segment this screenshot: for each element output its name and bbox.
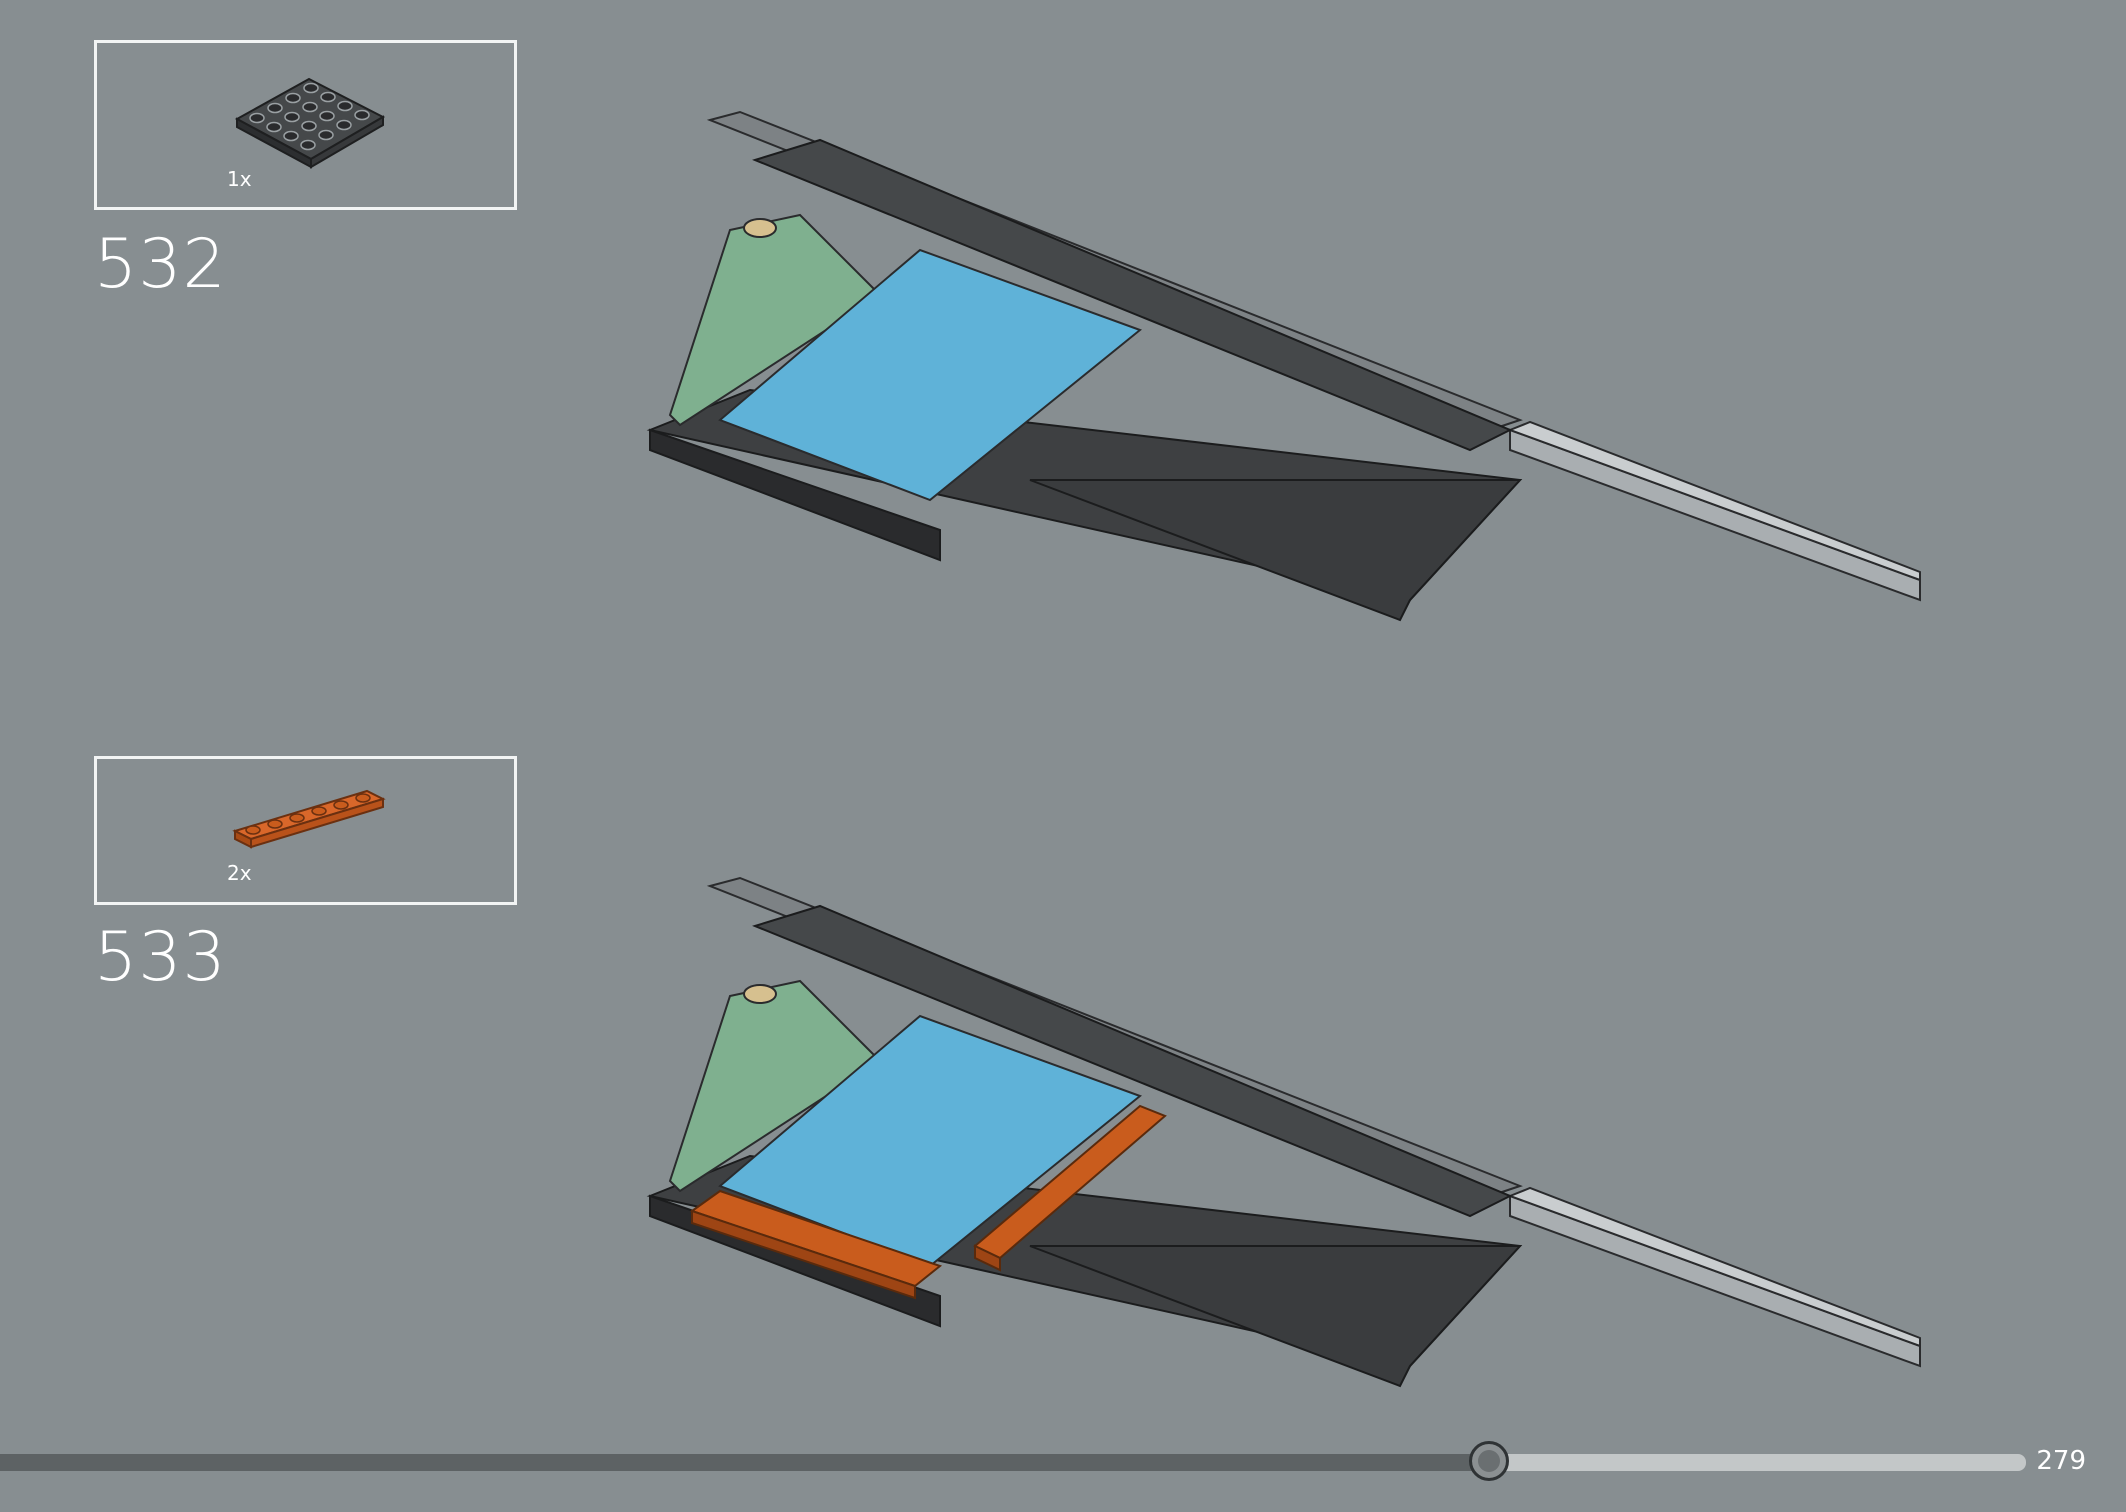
progress-track-filled[interactable] bbox=[0, 1454, 1490, 1471]
parts-callout: 2x bbox=[94, 756, 517, 905]
build-model-533 bbox=[646, 876, 1921, 1388]
build-model-532 bbox=[646, 110, 1921, 622]
progress-track-remaining[interactable] bbox=[1499, 1454, 2026, 1471]
part-1x6-orange-plate-icon bbox=[232, 789, 386, 849]
part-quantity: 1x bbox=[227, 167, 252, 191]
progress-slider-handle[interactable] bbox=[1469, 1441, 1510, 1481]
parts-callout: 1x bbox=[94, 40, 517, 210]
page-number: 279 bbox=[2036, 1446, 2086, 1476]
page-progress-bar[interactable]: 279 bbox=[0, 1440, 2126, 1481]
part-quantity: 2x bbox=[227, 861, 252, 885]
step-number: 533 bbox=[94, 918, 227, 997]
step-number: 532 bbox=[94, 225, 227, 304]
part-4x4-plate-icon bbox=[234, 77, 386, 169]
